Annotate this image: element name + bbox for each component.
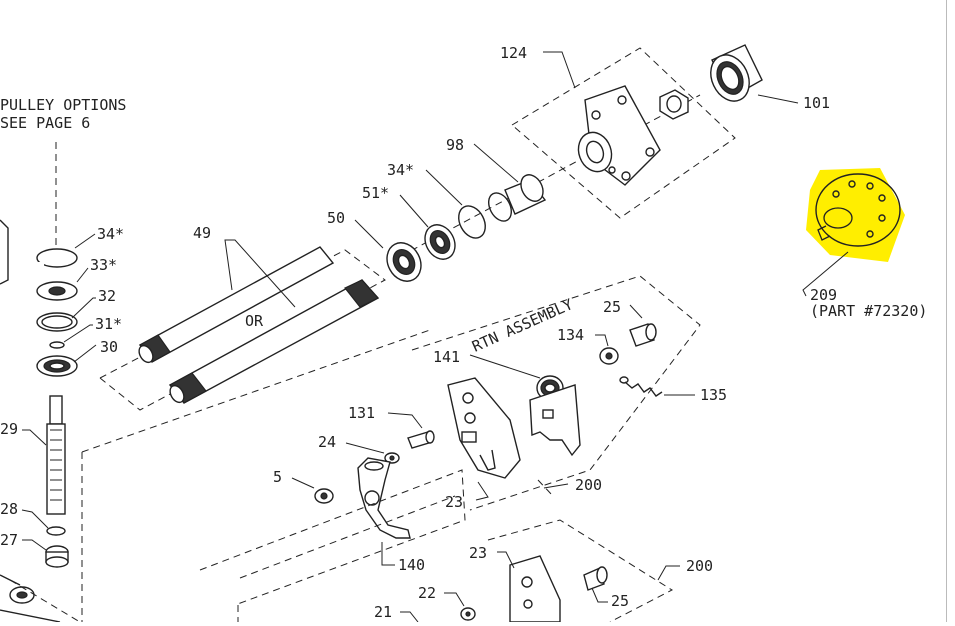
part-32-washer (36, 312, 78, 332)
part-209-flange-shaft (815, 173, 901, 247)
callout-23-lower: 23 (469, 544, 487, 562)
rtn-assembly-dashed-box (411, 275, 701, 511)
left-edge-fragment (0, 219, 9, 285)
or-note: OR (245, 312, 264, 330)
lower-frame-dashed-inner (239, 495, 456, 579)
callout-27: 27 (0, 531, 18, 549)
part-27-bushing (45, 545, 69, 568)
lower-assembly-dashed-box (487, 519, 674, 623)
part-124-hub-flange (577, 85, 661, 186)
part-hex-nut (659, 89, 689, 120)
part-34-snap-ring-left (34, 248, 78, 268)
callout-31: 31* (95, 315, 122, 333)
page-scrollbar[interactable] (946, 0, 955, 622)
callout-21: 21 (374, 603, 392, 621)
callout-25-upper: 25 (603, 298, 621, 316)
callout-34-left: 34* (97, 225, 124, 243)
pulley-options-note: PULLEY OPTIONS (0, 96, 126, 114)
part-lower-left-fragment (0, 574, 81, 623)
callout-98: 98 (446, 136, 464, 154)
part-135-extension-spring (619, 376, 663, 397)
callout-141: 141 (433, 348, 460, 366)
part-5-washer (314, 488, 334, 504)
part-28-ring (46, 526, 66, 536)
part-23-bracket-upper (447, 377, 521, 479)
hub-124-dashed-box (511, 47, 736, 219)
callout-24: 24 (318, 433, 336, 451)
part-25-bolt-lower (583, 566, 608, 591)
callout-209: 209 (810, 286, 837, 304)
part-51-seal (424, 224, 456, 260)
callout-5: 5 (273, 468, 282, 486)
shaft-49-dashed-box (99, 249, 386, 411)
see-page-note: SEE PAGE 6 (0, 114, 90, 132)
part-49-shaft-upper (138, 246, 335, 364)
callout-30: 30 (100, 338, 118, 356)
callout-29: 29 (0, 420, 18, 438)
callout-131: 131 (348, 404, 375, 422)
part-200-plate-upper (529, 384, 581, 457)
callout-33: 33* (90, 256, 117, 274)
part-33-seal (36, 281, 78, 301)
part-49-shaft-lower (168, 279, 380, 404)
part-30-bearing (36, 355, 78, 377)
part-34-snap-ring-upper (458, 205, 486, 239)
part-24-washer (384, 452, 400, 464)
part-31-o-ring (49, 341, 65, 349)
main-axis-centerline (389, 94, 701, 263)
part-29-input-shaft (46, 395, 66, 515)
part-140-lever (357, 457, 411, 539)
part-101-bearing (710, 44, 763, 102)
callout-23-upper: 23 (445, 493, 463, 511)
part-131-pin (407, 430, 435, 449)
callout-124: 124 (500, 44, 527, 62)
part-number-note: (PART #72320) (810, 302, 927, 320)
callout-50: 50 (327, 209, 345, 227)
part-134-washer (599, 347, 619, 365)
lower-frame-dashed-outer (199, 469, 466, 606)
part-209-highlight (806, 168, 905, 262)
callout-32: 32 (98, 287, 116, 305)
callout-22: 22 (418, 584, 436, 602)
callout-49: 49 (193, 224, 211, 242)
callout-140: 140 (398, 556, 425, 574)
callout-28: 28 (0, 500, 18, 518)
callout-200-lower: 200 (686, 557, 713, 575)
callout-34-upper: 34* (387, 161, 414, 179)
part-98-sleeve (488, 174, 547, 222)
part-50-bearing (386, 242, 422, 282)
frame-dashed-line-upper (81, 329, 431, 453)
callout-134: 134 (557, 326, 584, 344)
callout-51: 51* (362, 184, 389, 202)
part-22-washer (460, 607, 476, 621)
callout-25-lower: 25 (611, 592, 629, 610)
callout-101: 101 (803, 94, 830, 112)
part-23-bracket-lower (509, 555, 561, 623)
callout-200-upper: 200 (575, 476, 602, 494)
part-25-bolt-upper (629, 323, 657, 347)
callout-135: 135 (700, 386, 727, 404)
